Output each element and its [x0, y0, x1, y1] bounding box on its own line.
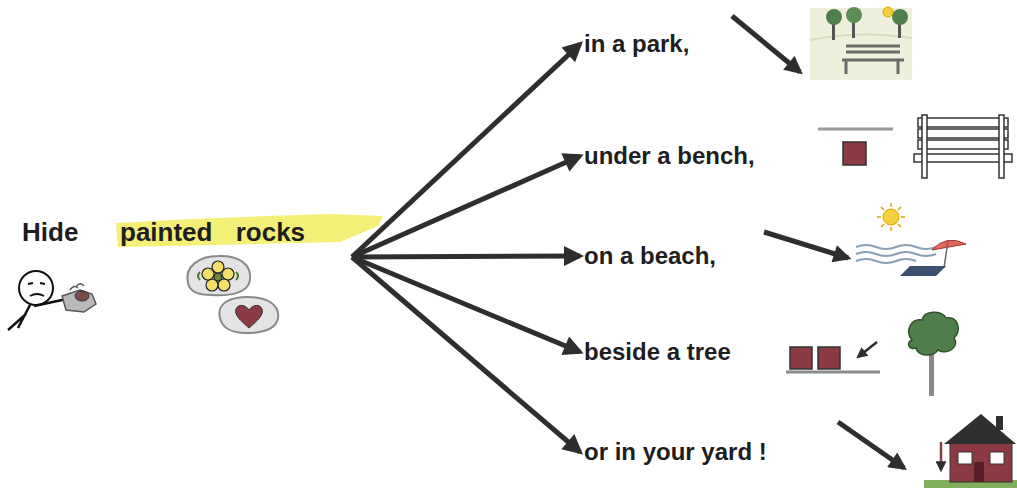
- park-bench: [842, 46, 904, 74]
- flower-petals: [202, 261, 234, 291]
- flower-center: [214, 273, 222, 281]
- bench-slat: [918, 129, 1008, 138]
- house-roof: [944, 414, 1016, 444]
- place-phrase: in a park,: [580, 26, 780, 62]
- bench-symbol: [914, 115, 1012, 178]
- wave-line: [856, 245, 936, 249]
- connector-arrow: [352, 257, 580, 352]
- park-horizon: [810, 34, 912, 40]
- heart-symbol: [236, 305, 263, 328]
- rock-square: [818, 347, 840, 369]
- park-picture: [810, 7, 912, 80]
- person-head: [19, 271, 53, 305]
- connector-arrow: [352, 257, 580, 452]
- tree-trunk: [929, 350, 934, 396]
- place-phrase: under a bench,: [580, 138, 780, 174]
- place-label: under a bench,: [584, 141, 755, 171]
- rock-shape: [219, 297, 278, 333]
- umbrella-pole: [944, 241, 948, 268]
- house-chimney: [996, 416, 1003, 430]
- pointer-arrow: [732, 16, 800, 72]
- place-phrase: beside a tree: [580, 334, 780, 370]
- person-eyes: [28, 283, 45, 284]
- person-hand: [62, 290, 96, 312]
- pointer-arrow: [764, 232, 848, 258]
- flower-leaves: [198, 272, 238, 280]
- house-wall: [950, 442, 1012, 482]
- painted-rock-flower: [187, 256, 250, 295]
- tree-crown: [826, 9, 842, 25]
- place-phrase: on a beach,: [580, 238, 780, 274]
- person-mouth: [30, 294, 44, 296]
- sun-rays: [877, 203, 905, 231]
- flower-petal: [202, 268, 214, 280]
- wave-line: [856, 252, 936, 256]
- tree-crown: [909, 312, 959, 355]
- bench-leg: [999, 115, 1004, 178]
- painted-rock-heart: [219, 297, 278, 333]
- sun-symbol: [883, 209, 899, 225]
- sun-symbol: [883, 7, 893, 17]
- bench-leg: [922, 115, 927, 178]
- connector-arrow: [352, 256, 580, 257]
- beach-picture: [856, 203, 966, 276]
- bench-seat: [842, 59, 904, 62]
- place-label: in a park,: [584, 29, 689, 59]
- house-door: [974, 462, 984, 482]
- person-symbol: [8, 271, 96, 330]
- house-window: [958, 452, 972, 464]
- bench-leg: [845, 60, 848, 74]
- park-ground: [810, 8, 912, 80]
- source-phrase: Hide painted rocks: [18, 213, 352, 301]
- place-label: beside a tree: [584, 337, 731, 367]
- tree-crown: [892, 9, 908, 25]
- instruction-text: painted rocks: [120, 217, 305, 247]
- bench-leg: [897, 60, 900, 74]
- place-label: or in your yard !: [584, 437, 767, 467]
- tree-crown: [846, 7, 862, 23]
- place-label: on a beach,: [584, 241, 716, 271]
- person-fingers: [70, 284, 84, 290]
- surface-line: [818, 128, 893, 131]
- bench-seat: [914, 154, 1012, 162]
- highlight-stroke: [116, 214, 383, 247]
- beach-towel: [900, 266, 946, 276]
- wave-line: [856, 259, 916, 263]
- rock-shape: [187, 256, 250, 295]
- rock-square: [790, 347, 812, 369]
- tree-symbol: [909, 312, 959, 396]
- pointer-arrow: [858, 342, 877, 357]
- connector-arrow: [352, 44, 580, 257]
- umbrella-canopy: [932, 240, 966, 250]
- bench-slat: [918, 118, 1008, 127]
- ground-line: [786, 371, 880, 374]
- flower-petal: [222, 268, 234, 280]
- down-arrow: [940, 442, 943, 470]
- rock-square: [843, 142, 866, 165]
- place-phrase: or in your yard !: [580, 434, 820, 470]
- instruction-text: Hide: [22, 217, 78, 247]
- bench-slat: [918, 140, 1008, 149]
- held-rock: [75, 291, 89, 301]
- connector-arrow: [352, 156, 580, 257]
- bench-slat: [846, 51, 900, 54]
- pointer-arrow: [838, 422, 904, 468]
- house-window: [990, 452, 1004, 464]
- house-symbol: [924, 414, 1017, 488]
- bench-slat: [846, 45, 900, 48]
